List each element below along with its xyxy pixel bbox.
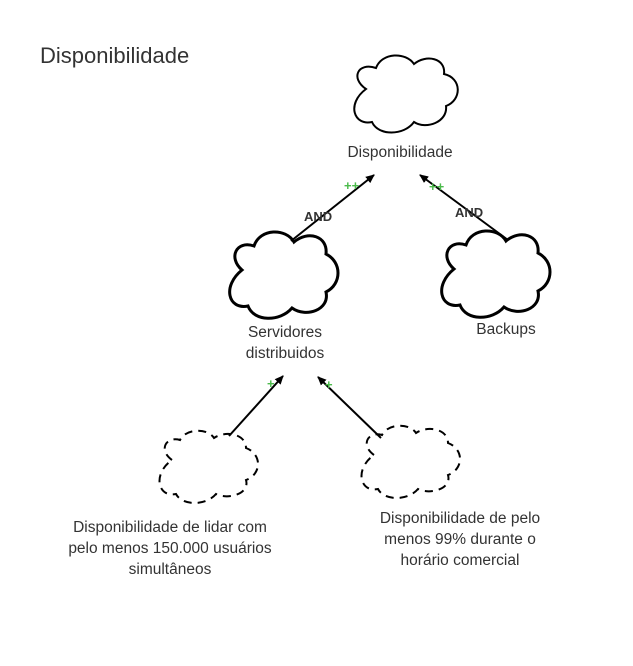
contribution-users-servers: + <box>267 376 275 391</box>
softgoal-servers-cloud[interactable] <box>228 230 340 320</box>
req-users-line2: pelo menos 150.000 usuários <box>68 540 272 557</box>
servers-label-line1: Servidores <box>247 324 323 341</box>
servers-label: Servidores distribuidos <box>215 322 355 364</box>
servers-label-line2: distribuidos <box>245 345 325 362</box>
requirement-users-cloud[interactable] <box>158 429 259 504</box>
backups-label: Backups <box>456 319 556 340</box>
req-uptime-line2: menos 99% durante o <box>384 531 536 548</box>
softgoal-root-cloud[interactable] <box>353 54 459 134</box>
link-users-to-servers[interactable] <box>228 375 284 437</box>
backups-label-text: Backups <box>476 321 536 338</box>
contribution-uptime-servers: + <box>325 377 333 392</box>
page-title: Disponibilidade <box>40 43 190 68</box>
req-users-line1: Disponibilidade de lidar com <box>73 519 267 536</box>
contribution-servers-root: ++ <box>344 178 360 193</box>
req-uptime-line3: horário comercial <box>400 552 520 569</box>
link-backups-to-root[interactable] <box>419 174 509 241</box>
softgoal-backups-cloud[interactable] <box>440 229 552 319</box>
req-uptime-line1: Disponibilidade de pelo <box>379 510 541 527</box>
link-uptime-to-servers[interactable] <box>317 376 382 439</box>
req-uptime-label: Disponibilidade de pelo menos 99% durant… <box>345 508 575 571</box>
root-label-text: Disponibilidade <box>347 144 453 161</box>
link-servers-to-root[interactable] <box>290 174 375 242</box>
requirement-uptime-cloud[interactable] <box>360 424 461 499</box>
req-users-label: Disponibilidade de lidar com pelo menos … <box>50 517 290 580</box>
root-label: Disponibilidade <box>330 142 470 163</box>
contribution-backups-root: ++ <box>429 179 445 194</box>
req-users-line3: simultâneos <box>128 561 212 578</box>
and-label-servers-root: AND <box>304 209 333 224</box>
and-label-backups-root: AND <box>455 205 484 220</box>
